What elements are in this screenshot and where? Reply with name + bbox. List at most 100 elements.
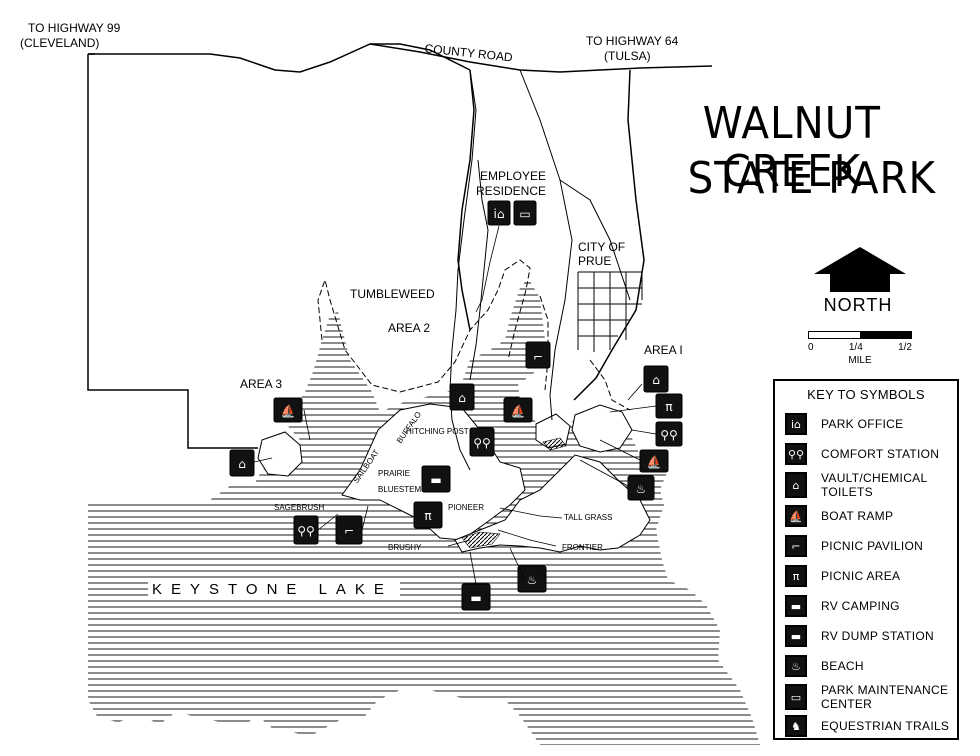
- key-item-label-line: RV DUMP STATION: [821, 629, 934, 643]
- svg-text:▬: ▬: [430, 473, 441, 487]
- vault-toilet-icon: [449, 383, 475, 411]
- svg-text:▬: ▬: [470, 591, 481, 605]
- map-symbols: [229, 200, 683, 611]
- city-label: CITY OF: [578, 240, 625, 254]
- park-road-east: [519, 69, 631, 421]
- boat-ramp-cove: [535, 413, 571, 449]
- city-sub-label: PRUE: [578, 254, 611, 268]
- svg-text:⚲⚲: ⚲⚲: [297, 524, 315, 538]
- leader-lines: [253, 225, 657, 585]
- keystone-lake-label: KEYSTONE LAKE: [152, 581, 393, 598]
- svg-text:⌂: ⌂: [458, 391, 466, 405]
- scale-bar: 0 1/4 1/2 MILE: [808, 331, 912, 366]
- park-road: [449, 69, 489, 471]
- svg-text:⛵: ⛵: [281, 404, 296, 418]
- beach-icon: [517, 565, 547, 593]
- vault-toilet-icon: ⌂: [785, 472, 807, 498]
- north-label: NORTH: [823, 295, 893, 315]
- hwy64-label: TO HIGHWAY 64: [586, 34, 679, 48]
- key-item-label-line: RV CAMPING: [821, 599, 900, 613]
- hwy99-sub-label: (CLEVELAND): [20, 36, 99, 50]
- key-item: ♞ EQUESTRIAN TRAILS: [785, 715, 949, 737]
- boat-ramp-icon: [273, 397, 303, 423]
- scale-unit: MILE: [848, 355, 872, 366]
- svg-text:π: π: [424, 509, 431, 523]
- key-item-label-line: VAULT/CHEMICAL: [821, 471, 928, 485]
- city-of-prue-grid: [577, 271, 643, 352]
- marsh-patch: [461, 531, 501, 549]
- key-item-label-line: TOILETS: [821, 485, 873, 499]
- key-item-label-line: BOAT RAMP: [821, 509, 894, 523]
- hitching-post-label: HITCHING POST: [406, 427, 469, 436]
- picnic-pavilion-icon: ⌐: [785, 535, 807, 557]
- south-point: [454, 454, 651, 553]
- svg-text:⚲⚲: ⚲⚲: [473, 436, 491, 450]
- svg-text:⌐: ⌐: [533, 350, 543, 364]
- park-maintenance-icon: [513, 200, 537, 226]
- employee-residence-sub-label: RESIDENCE: [476, 184, 546, 198]
- park-office-icon: i⌂: [785, 413, 807, 435]
- key-item: ♨ BEACH: [785, 655, 864, 677]
- pioneer-label: PIONEER: [448, 503, 484, 512]
- rv-camping-icon: ▬: [785, 595, 807, 617]
- svg-text:⚲⚲: ⚲⚲: [660, 428, 678, 442]
- north-arrow-icon: [814, 247, 906, 292]
- key-item-label-line: PARK MAINTENANCE: [821, 683, 949, 697]
- svg-text:⛵: ⛵: [647, 455, 662, 469]
- svg-text:♨: ♨: [527, 573, 538, 587]
- key-item-label-line: COMFORT STATION: [821, 447, 940, 461]
- boat-ramp-icon: ⛵: [785, 505, 807, 527]
- svg-text:♨: ♨: [636, 482, 647, 496]
- picnic-area-icon: [413, 501, 443, 529]
- lake-label-backdrop: [148, 578, 400, 598]
- key-item-label-line: PICNIC AREA: [821, 569, 901, 583]
- svg-text:⛵: ⛵: [511, 404, 526, 418]
- beach-icon: ♨: [785, 655, 807, 677]
- key-item: ▬ RV DUMP STATION: [785, 625, 934, 647]
- key-item-label-line: PICNIC PAVILION: [821, 539, 924, 553]
- park-subtitle: STATE PARK: [687, 153, 936, 204]
- tall-grass-label: TALL GRASS: [564, 513, 612, 522]
- area1-label: AREA I: [644, 343, 683, 357]
- key-item-label: RV CAMPING: [821, 599, 900, 613]
- key-item-label: PARK OFFICE: [821, 417, 903, 431]
- picnic-area-icon: π: [785, 565, 807, 587]
- scale-zero: 0: [808, 342, 814, 353]
- sagebrush-label: SAGEBRUSH: [274, 503, 324, 512]
- vault-toilet-icon: [643, 365, 669, 393]
- boat-ramp-icon: [639, 449, 669, 473]
- svg-text:i⌂: i⌂: [494, 207, 505, 221]
- key-item-label: BEACH: [821, 659, 864, 673]
- shoreline-north: [317, 259, 531, 393]
- park-title: WALNUT CREEK: [702, 98, 881, 197]
- key-item-label: COMFORT STATION: [821, 447, 939, 461]
- boat-ramp-icon: [503, 397, 533, 423]
- comfort-station-icon: [469, 427, 495, 457]
- hwy99-label: TO HIGHWAY 99: [28, 21, 121, 35]
- key-item-label: BOAT RAMP: [821, 509, 893, 523]
- area1-point: [571, 404, 633, 453]
- key-item-label-line: BEACH: [821, 659, 864, 673]
- rv-dump-station-icon: ▬: [785, 625, 807, 647]
- frontier-label: FRONTIER: [562, 543, 603, 552]
- north-west-boundary: [88, 43, 471, 73]
- bluestem-label: BLUESTEM: [378, 485, 421, 494]
- scale-bar-graphic: [808, 331, 912, 339]
- hwy64-sub-label: (TULSA): [604, 49, 651, 63]
- key-item: ▬ RV CAMPING: [785, 595, 900, 617]
- county-road: [369, 43, 713, 73]
- key-item-label: RV DUMP STATION: [821, 629, 934, 643]
- equestrian-trails-icon: ♞: [785, 715, 807, 737]
- key-item-label-line: EQUESTRIAN TRAILS: [821, 719, 950, 733]
- key-title: KEY TO SYMBOLS: [807, 387, 925, 402]
- park-office-icon: [487, 200, 511, 226]
- key-item: ⚲⚲ COMFORT STATION: [785, 443, 939, 465]
- north-indicator: NORTH: [808, 243, 908, 316]
- svg-text:⌐: ⌐: [344, 524, 354, 538]
- comfort-station-icon: ⚲⚲: [785, 443, 807, 465]
- beach-icon: [627, 475, 655, 501]
- key-item-label: EQUESTRIAN TRAILS: [821, 719, 949, 733]
